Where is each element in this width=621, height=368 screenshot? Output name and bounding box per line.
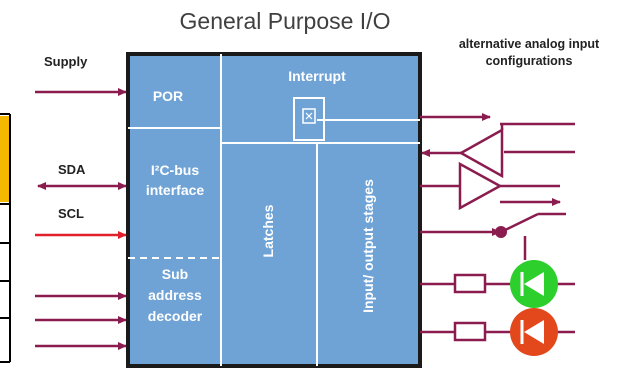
chip-body [126,52,422,368]
left-frame-fragment [0,113,11,363]
por-block-label: POR [152,88,184,104]
sda-label: SDA [58,162,86,177]
supply-label: Supply [44,54,88,69]
io-stages-label: Input/ output stages [360,179,376,313]
diagram-title: General Purpose I/O [179,8,391,34]
i2c-block-label-line2: interface [145,182,205,198]
left-wires [35,88,127,350]
alternative-analog-label: alternative analog input configurations [458,37,600,68]
sub-address-label-line1: Sub [161,266,189,282]
sub-address-label-line3: decoder [147,308,203,324]
sub-address-label-line2: address [148,287,202,303]
right-circuits [420,113,575,356]
interrupt-label: Interrupt [288,68,346,84]
scl-label: SCL [58,206,84,221]
i2c-block-label-line1: I²C-bus [150,162,200,178]
latches-label: Latches [260,204,276,258]
